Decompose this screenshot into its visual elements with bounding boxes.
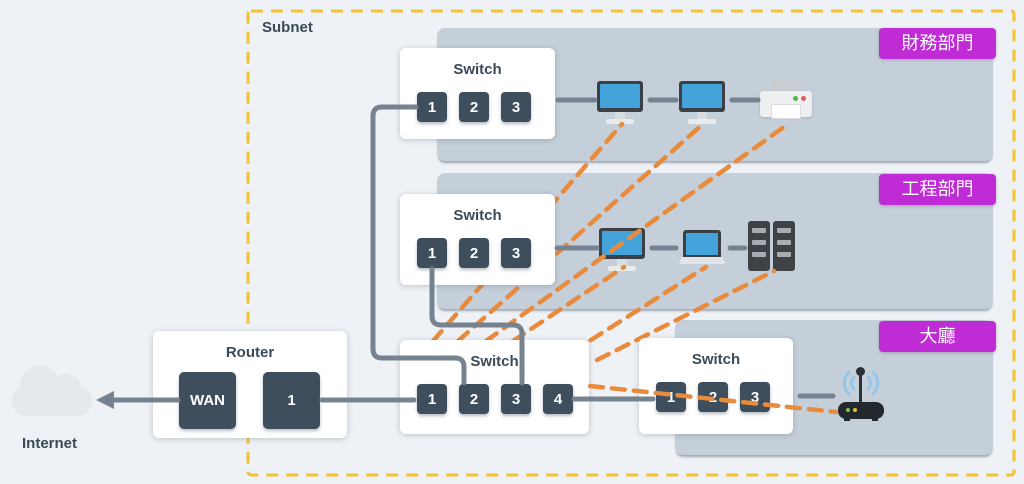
zone-label-lobby: 大廳: [879, 321, 996, 352]
printer-paper: [771, 104, 801, 119]
ap-body: [838, 402, 884, 419]
switch-port: 3: [501, 384, 531, 414]
monitor-neck: [697, 112, 707, 119]
monitor-screen: [600, 84, 640, 108]
switch-port: 3: [501, 238, 531, 268]
desktop-icon: [597, 81, 643, 124]
monitor-screen: [682, 84, 722, 108]
printer-led-green: [793, 96, 798, 101]
desktop-icon: [679, 81, 725, 124]
cloud-icon: [12, 362, 92, 416]
printer-icon: [760, 80, 812, 122]
switch-title: Switch: [691, 351, 741, 368]
monitor-frame: [679, 81, 725, 112]
ap-led-green: [846, 408, 850, 412]
switch-port: 2: [459, 92, 489, 122]
monitor-base: [606, 119, 634, 124]
arrow-head: [96, 391, 114, 409]
ap-foot: [844, 418, 850, 421]
server-slot: [777, 252, 791, 257]
switch-port: 1: [417, 92, 447, 122]
router-port-wan: WAN: [179, 372, 236, 429]
switch-title: Switch: [453, 207, 502, 224]
switch-port: 3: [740, 382, 770, 412]
laptop-screen: [686, 233, 718, 255]
monitor-neck: [615, 112, 625, 119]
ap-led-yellow: [853, 408, 857, 412]
switch-title: Switch: [470, 353, 519, 370]
switch-port: 1: [417, 384, 447, 414]
cloud-part: [12, 386, 92, 416]
desktop-icon: [599, 228, 645, 271]
switch-port: 2: [459, 238, 489, 268]
laptop-base: [678, 257, 726, 264]
switch-port: 3: [501, 92, 531, 122]
internet-label: Internet: [22, 435, 78, 452]
server-icon: [748, 221, 795, 271]
zone-label-engineering: 工程部門: [879, 174, 996, 205]
printer-led-red: [801, 96, 806, 101]
subnet-label: Subnet: [262, 19, 313, 36]
router-title: Router: [225, 344, 275, 361]
server-slot: [777, 240, 791, 245]
switch-title: Switch: [453, 61, 502, 78]
ap-antenna: [859, 372, 862, 402]
server-tower: [748, 221, 770, 271]
zone-label-finance: 財務部門: [879, 28, 996, 59]
server-slot: [777, 228, 791, 233]
monitor-frame: [599, 228, 645, 259]
monitor-base: [688, 119, 716, 124]
wireless-router-icon: [836, 366, 886, 422]
switch-port: 2: [698, 382, 728, 412]
router-port: 1: [263, 372, 320, 429]
monitor-frame: [597, 81, 643, 112]
server-tower: [773, 221, 795, 271]
switch-port: 4: [543, 384, 573, 414]
monitor-base: [608, 266, 636, 271]
server-slot: [752, 252, 766, 257]
server-slot: [752, 240, 766, 245]
laptop-screen-frame: [683, 230, 721, 257]
monitor-neck: [617, 259, 627, 266]
switch-port: 1: [656, 382, 686, 412]
switch-port: 1: [417, 238, 447, 268]
monitor-screen: [602, 231, 642, 255]
ap-foot: [872, 418, 878, 421]
laptop-icon: [678, 230, 726, 264]
ap-antenna-tip: [856, 367, 865, 376]
switch-port: 2: [459, 384, 489, 414]
server-slot: [752, 228, 766, 233]
